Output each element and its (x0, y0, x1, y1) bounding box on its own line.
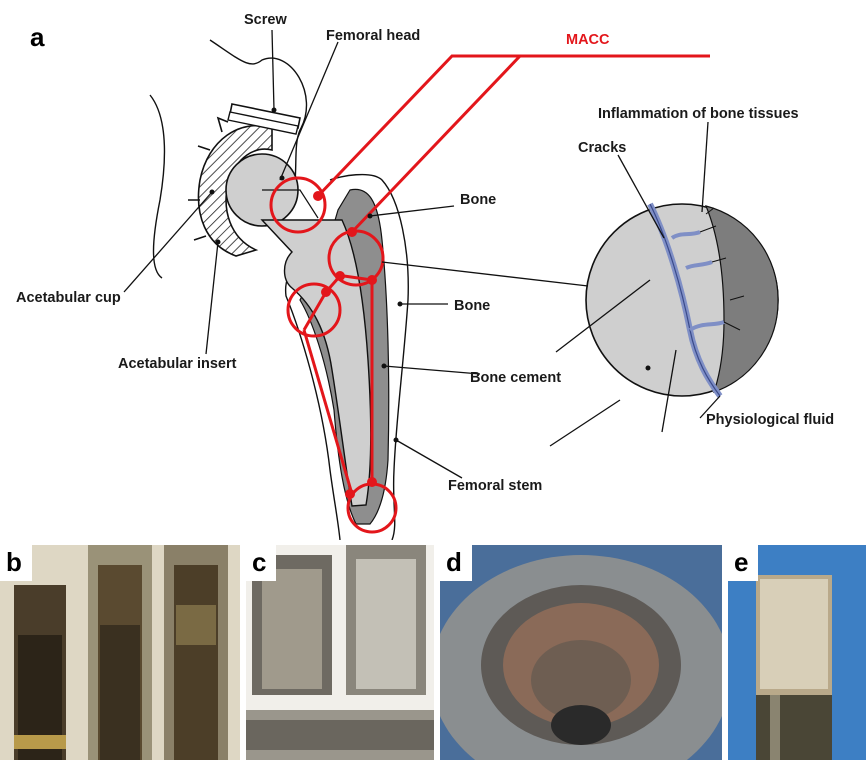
panel-d-letter: d (440, 545, 472, 581)
photo-panel-e: e (728, 545, 866, 760)
label-cracks: Cracks (578, 140, 626, 156)
label-inflammation: Inflammation of bone tissues (598, 106, 799, 122)
label-bone-upper: Bone (460, 192, 496, 208)
panel-c-letter: c (246, 545, 276, 581)
panel-b-letter: b (0, 545, 32, 581)
label-acetabular-insert: Acetabular insert (118, 356, 237, 372)
photo-panel-d: d (440, 545, 722, 760)
label-screw: Screw (244, 12, 287, 28)
label-femoral-stem: Femoral stem (448, 478, 542, 494)
panel-e-letter: e (728, 545, 758, 581)
label-acetabular-cup: Acetabular cup (16, 290, 121, 306)
hip-implant-diagram: a Screw Femoral head MACC Inflammation o… (0, 0, 866, 540)
label-bone-lower: Bone (454, 298, 490, 314)
label-macc: MACC (566, 32, 610, 48)
photo-panel-c: c (246, 545, 434, 760)
corroded-taper-bore-image (440, 545, 722, 760)
panel-a-letter: a (30, 22, 45, 52)
label-femoral-head: Femoral head (326, 28, 420, 44)
magnified-interface-inset (586, 204, 778, 396)
femoral-stem-shape (262, 220, 371, 506)
corroded-stem-tubes-image (0, 545, 240, 760)
label-bone-cement: Bone cement (470, 370, 561, 386)
photo-panel-b: b (0, 545, 240, 760)
pelvis-outline-left (150, 95, 164, 278)
label-physiological-fluid: Physiological fluid (706, 412, 834, 428)
